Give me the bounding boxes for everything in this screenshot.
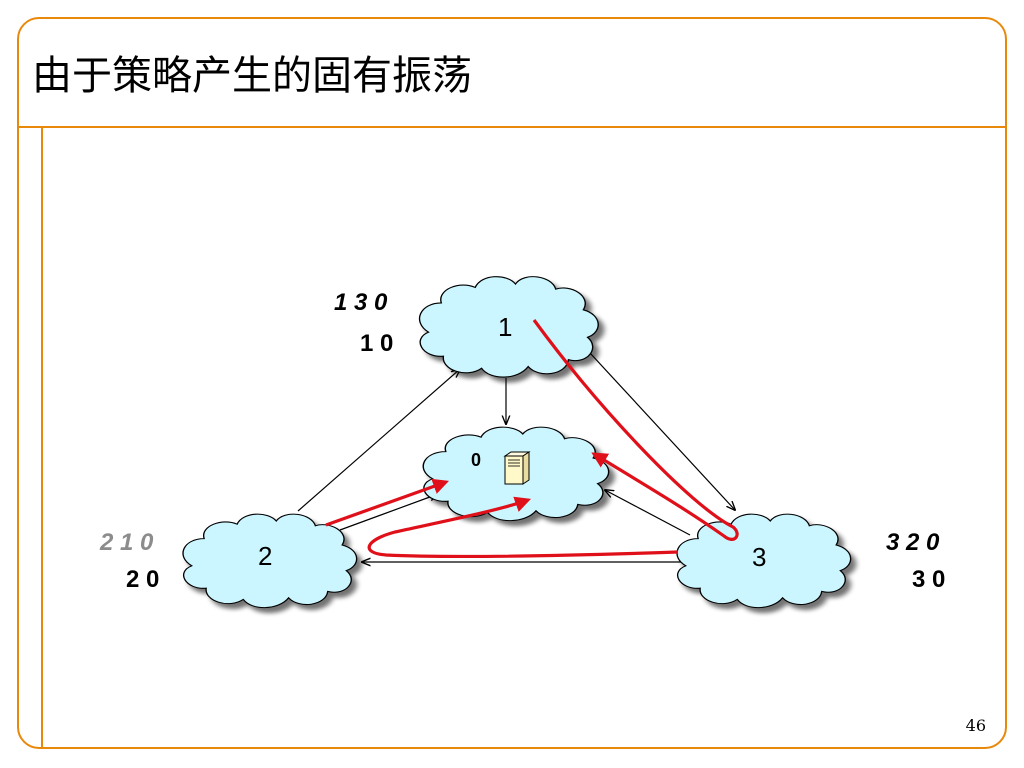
node-3-preferred-path: 3 2 0 bbox=[886, 529, 940, 556]
node-3-label: 3 bbox=[752, 542, 766, 572]
left-margin-line bbox=[41, 127, 43, 749]
node-0-label: 0 bbox=[471, 450, 481, 470]
node-2-direct-path: 2 0 bbox=[126, 566, 160, 593]
path-1-to-3-loop-red bbox=[532, 319, 739, 541]
node-2-preferred-path: 2 1 0 bbox=[100, 529, 154, 556]
node-2-label: 2 bbox=[258, 541, 272, 571]
title-divider bbox=[17, 126, 1007, 128]
node-1-direct-path: 1 0 bbox=[360, 330, 394, 357]
server-icon bbox=[503, 451, 531, 485]
link-2-to-1 bbox=[297, 369, 460, 512]
node-3-direct-path: 3 0 bbox=[912, 566, 946, 593]
link-1-to-3 bbox=[577, 339, 735, 510]
node-1-preferred-path: 1 3 0 bbox=[334, 289, 388, 316]
link-3-to-0 bbox=[605, 490, 691, 536]
path-2-to-0-red bbox=[325, 478, 450, 527]
path-3-to-2-loop-red bbox=[367, 496, 679, 559]
slide-title: 由于策略产生的固有振荡 bbox=[32, 53, 472, 99]
node-1-label: 1 bbox=[498, 312, 512, 342]
page-number: 46 bbox=[965, 716, 986, 735]
slide-frame bbox=[17, 17, 1007, 749]
link-2-to-0 bbox=[339, 494, 438, 531]
